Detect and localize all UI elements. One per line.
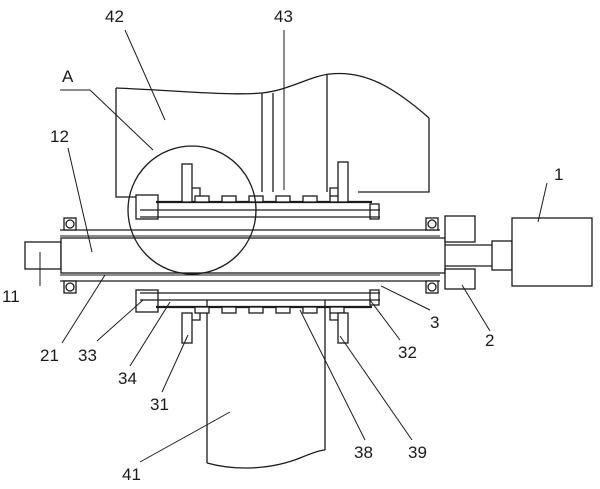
lower-tube-41 bbox=[206, 300, 326, 469]
detail-circle-a bbox=[127, 145, 257, 275]
label-21: 21 bbox=[40, 346, 59, 365]
motor-support-2 bbox=[444, 215, 476, 290]
upper-housing-42 bbox=[115, 72, 430, 198]
label-43: 43 bbox=[274, 7, 293, 26]
label-32: 32 bbox=[398, 343, 417, 362]
label-2: 2 bbox=[485, 331, 494, 350]
label-3: 3 bbox=[430, 313, 439, 332]
motor-1 bbox=[511, 217, 593, 287]
sleeve-12-21 bbox=[60, 217, 440, 294]
part-labels: 1 2 3 11 12 21 31 32 33 34 38 39 41 42 4… bbox=[2, 7, 563, 484]
label-39: 39 bbox=[408, 443, 427, 462]
label-38: 38 bbox=[354, 443, 373, 462]
label-1: 1 bbox=[554, 165, 563, 184]
label-33: 33 bbox=[78, 346, 97, 365]
flanges-31-39 bbox=[181, 161, 349, 344]
label-42: 42 bbox=[105, 7, 124, 26]
main-shaft-11 bbox=[24, 237, 513, 274]
label-11: 11 bbox=[2, 287, 20, 306]
label-41: 41 bbox=[122, 465, 141, 484]
leader-lines bbox=[39, 29, 548, 463]
label-31: 31 bbox=[150, 395, 169, 414]
serrations-38 bbox=[194, 195, 345, 314]
label-34: 34 bbox=[118, 369, 137, 388]
label-12: 12 bbox=[50, 127, 69, 146]
label-a: A bbox=[62, 67, 74, 86]
